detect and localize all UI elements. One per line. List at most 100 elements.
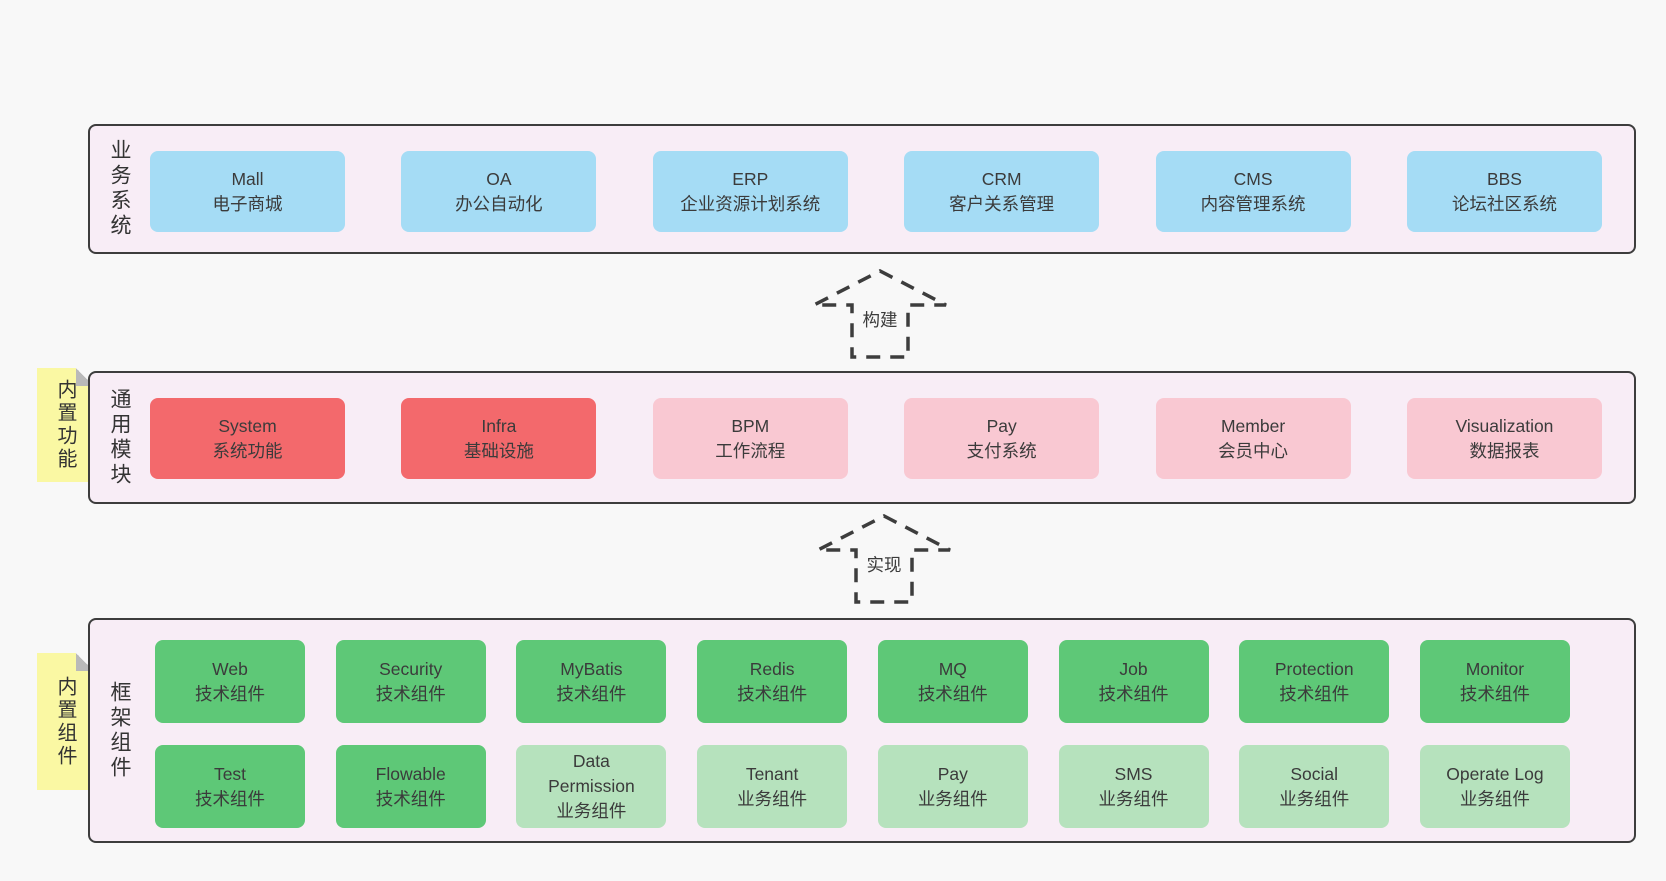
box-title: CRM xyxy=(981,168,1022,189)
box-data-permission: Data Permission 业务组件 xyxy=(516,745,667,828)
box-title: Data Permission xyxy=(548,751,635,797)
arrow-implement-label: 实现 xyxy=(863,552,905,577)
box-security: Security 技术组件 xyxy=(335,640,486,723)
box-subtitle: 业务组件 xyxy=(556,800,627,821)
framework-components-row-1: Web 技术组件 Security 技术组件 MyBatis 技术组件 Redi… xyxy=(155,640,1570,723)
box-subtitle: 支付系统 xyxy=(966,440,1037,461)
box-title: Tenant xyxy=(745,763,799,784)
box-title: Operate Log xyxy=(1446,763,1544,784)
common-modules-row: System 系统功能 Infra 基础设施 BPM 工作流程 Pay 支付系统… xyxy=(150,398,1602,479)
box-subtitle: 业务组件 xyxy=(1098,788,1169,809)
sticky-note-label: 内置功能 xyxy=(54,379,76,471)
box-subtitle: 技术组件 xyxy=(1098,683,1169,704)
box-subtitle: 技术组件 xyxy=(917,683,988,704)
box-subtitle: 业务组件 xyxy=(737,788,808,809)
box-title: OA xyxy=(486,168,512,189)
box-title: System xyxy=(218,415,277,436)
box-title: Redis xyxy=(749,658,795,679)
box-mall: Mall 电子商城 xyxy=(150,151,345,232)
box-crm: CRM 客户关系管理 xyxy=(904,151,1100,232)
box-subtitle: 工作流程 xyxy=(715,440,786,461)
sticky-note-builtin-components: 内置组件 xyxy=(37,653,94,790)
box-subtitle: 数据报表 xyxy=(1469,440,1540,461)
box-oa: OA 办公自动化 xyxy=(401,151,597,232)
box-title: Test xyxy=(213,763,247,784)
box-subtitle: 技术组件 xyxy=(1279,683,1350,704)
box-monitor: Monitor 技术组件 xyxy=(1419,640,1570,723)
box-subtitle: 企业资源计划系统 xyxy=(680,193,821,214)
box-subtitle: 技术组件 xyxy=(375,788,446,809)
box-operate-log: Operate Log 业务组件 xyxy=(1419,745,1570,828)
box-system: System 系统功能 xyxy=(150,398,345,479)
box-title: MyBatis xyxy=(560,658,623,679)
box-subtitle: 技术组件 xyxy=(556,683,627,704)
business-systems-row: Mall 电子商城 OA 办公自动化 ERP 企业资源计划系统 CRM 客户关系… xyxy=(150,151,1602,232)
box-subtitle: 技术组件 xyxy=(195,683,265,704)
box-title: Web xyxy=(212,658,248,679)
box-subtitle: 会员中心 xyxy=(1218,440,1289,461)
box-redis: Redis 技术组件 xyxy=(697,640,848,723)
box-flowable: Flowable 技术组件 xyxy=(335,745,486,828)
box-subtitle: 技术组件 xyxy=(737,683,808,704)
box-subtitle: 基础设施 xyxy=(463,440,534,461)
box-protection: Protection 技术组件 xyxy=(1239,640,1390,723)
box-title: Job xyxy=(1119,658,1148,679)
box-mq: MQ 技术组件 xyxy=(877,640,1028,723)
arrow-build: 构建 xyxy=(808,267,952,359)
box-title: Member xyxy=(1220,415,1286,436)
box-title: BBS xyxy=(1486,168,1522,189)
box-subtitle: 业务组件 xyxy=(917,788,988,809)
box-title: Mall xyxy=(231,168,264,189)
box-title: Monitor xyxy=(1465,658,1525,679)
box-title: Security xyxy=(379,658,443,679)
box-title: Social xyxy=(1290,763,1339,784)
arrow-implement: 实现 xyxy=(812,512,956,604)
box-subtitle: 论坛社区系统 xyxy=(1451,193,1557,214)
box-subtitle: 电子商城 xyxy=(212,193,283,214)
box-visualization: Visualization 数据报表 xyxy=(1406,398,1602,479)
box-title: BPM xyxy=(731,415,770,436)
sticky-note-label: 内置组件 xyxy=(54,675,76,768)
box-job: Job 技术组件 xyxy=(1058,640,1209,723)
box-subtitle: 业务组件 xyxy=(1279,788,1350,809)
box-title: Protection xyxy=(1274,658,1354,679)
box-subtitle: 技术组件 xyxy=(1459,683,1530,704)
band-label-framework-components: 框架组件 xyxy=(108,680,131,781)
box-title: MQ xyxy=(938,658,967,679)
box-erp: ERP 企业资源计划系统 xyxy=(652,151,848,232)
box-cms: CMS 内容管理系统 xyxy=(1155,151,1351,232)
box-test: Test 技术组件 xyxy=(155,745,305,828)
box-pay-module: Pay 支付系统 xyxy=(904,398,1100,479)
box-subtitle: 系统功能 xyxy=(212,440,283,461)
box-title: CMS xyxy=(1233,168,1273,189)
box-title: SMS xyxy=(1114,763,1153,784)
box-infra: Infra 基础设施 xyxy=(401,398,597,479)
box-tenant: Tenant 业务组件 xyxy=(697,745,848,828)
band-common-modules: 通用模块 System 系统功能 Infra 基础设施 BPM 工作流程 Pay… xyxy=(88,371,1636,504)
dashed-up-arrow-icon xyxy=(817,514,951,604)
box-title: Pay xyxy=(937,763,968,784)
box-title: Pay xyxy=(986,415,1017,436)
box-social: Social 业务组件 xyxy=(1239,745,1390,828)
box-title: ERP xyxy=(732,168,769,189)
box-subtitle: 客户关系管理 xyxy=(949,193,1055,214)
box-mybatis: MyBatis 技术组件 xyxy=(516,640,667,723)
box-subtitle: 技术组件 xyxy=(195,788,265,809)
dashed-up-arrow-icon xyxy=(813,269,947,359)
box-title: Flowable xyxy=(375,763,446,784)
box-title: Visualization xyxy=(1455,415,1554,436)
box-bbs: BBS 论坛社区系统 xyxy=(1406,151,1602,232)
arrow-build-label: 构建 xyxy=(859,307,901,332)
box-member: Member 会员中心 xyxy=(1155,398,1351,479)
box-subtitle: 业务组件 xyxy=(1459,788,1530,809)
box-web: Web 技术组件 xyxy=(155,640,305,723)
sticky-note-builtin-functions: 内置功能 xyxy=(37,368,94,482)
band-business-systems: 业务系统 Mall 电子商城 OA 办公自动化 ERP 企业资源计划系统 CRM… xyxy=(88,124,1636,254)
box-pay-component: Pay 业务组件 xyxy=(877,745,1028,828)
box-sms: SMS 业务组件 xyxy=(1058,745,1209,828)
box-subtitle: 内容管理系统 xyxy=(1200,193,1306,214)
framework-components-row-2: Test 技术组件 Flowable 技术组件 Data Permission … xyxy=(155,745,1570,828)
box-subtitle: 技术组件 xyxy=(375,683,446,704)
box-subtitle: 办公自动化 xyxy=(455,193,543,214)
